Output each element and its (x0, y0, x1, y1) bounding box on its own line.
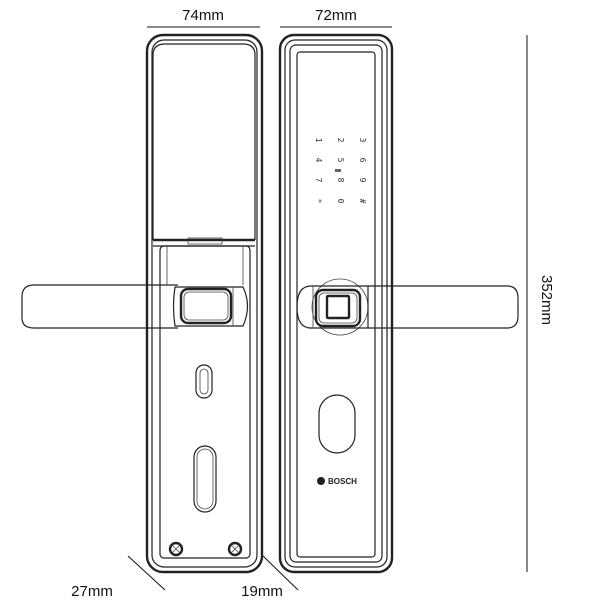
keypad-key[interactable]: 0 (336, 199, 345, 204)
height-label: 352mm (538, 275, 555, 325)
keypad-key[interactable]: 7 (314, 178, 323, 183)
back-depth-label: 27mm (71, 583, 113, 600)
dimension-back-depth: 27mm (71, 555, 166, 600)
keypad-key[interactable]: 5 (336, 158, 345, 163)
brand-label: BOSCH (328, 477, 357, 486)
bosch-logo-icon (317, 477, 325, 485)
thumb-turn-slot (195, 364, 213, 399)
front-width-label: 72mm (315, 7, 357, 24)
back-width-label: 74mm (182, 7, 224, 24)
cylinder-slot (193, 445, 217, 513)
keypad-key[interactable]: 3 (358, 138, 367, 143)
keypad-key[interactable]: # (358, 199, 367, 204)
fingerprint-icon (325, 294, 351, 320)
front-panel: BOSCH (278, 33, 394, 574)
back-handle (21, 284, 249, 329)
key-cover (318, 394, 356, 454)
back-panel (145, 33, 264, 574)
keypad-key[interactable]: 1 (314, 138, 323, 143)
screw-icon (227, 541, 243, 557)
dimension-back-width: 74mm (147, 7, 260, 28)
fingerprint-sensor (314, 288, 362, 328)
keypad-key[interactable]: 8 (336, 178, 345, 183)
dimension-front-depth: 19mm (241, 555, 299, 600)
keypad-key[interactable]: 9 (358, 178, 367, 183)
keypad-key[interactable]: 2 (336, 138, 345, 143)
screw-icon (168, 541, 184, 557)
keypad-key[interactable]: * (314, 199, 323, 204)
front-depth-label: 19mm (241, 583, 283, 600)
keypad-key[interactable]: 4 (314, 158, 323, 163)
dimension-height: 352mm (526, 35, 555, 572)
dimension-front-width: 72mm (280, 7, 392, 28)
keypad-key[interactable]: 6 (358, 158, 367, 163)
front-handle (296, 278, 519, 336)
keypad: 1 2 3 4 5 6 7 8 9 * 0 # (314, 138, 367, 204)
